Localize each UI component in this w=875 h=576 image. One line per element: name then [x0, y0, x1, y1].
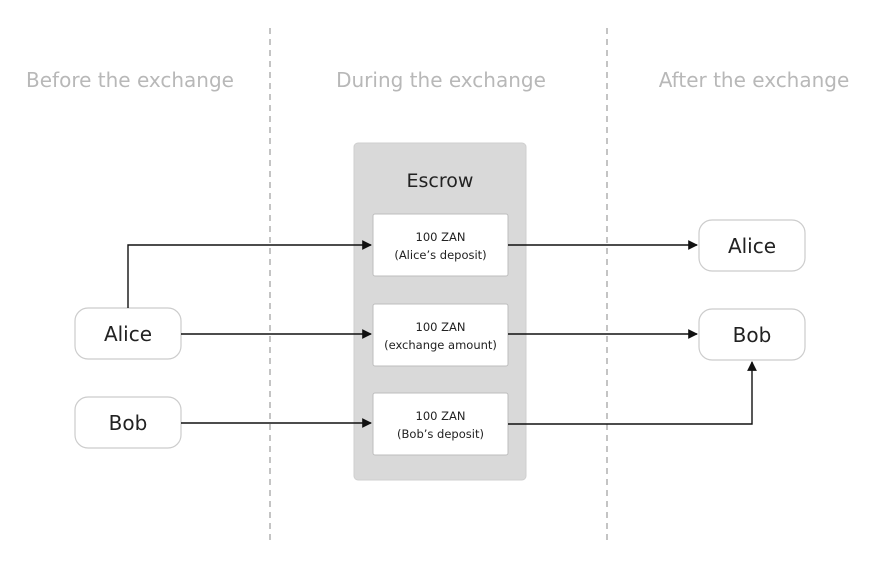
escrow-item-alice-deposit: 100 ZAN (Alice’s deposit) [372, 213, 509, 277]
escrow-item-box [372, 213, 509, 277]
party-label: Bob [109, 411, 148, 435]
party-label: Alice [104, 322, 152, 346]
escrow-item-exchange-amount: 100 ZAN (exchange amount) [372, 303, 509, 367]
escrow-item-amount: 100 ZAN [416, 320, 466, 334]
arrow-bob-deposit-out [508, 361, 757, 425]
party-box [698, 308, 806, 361]
phase-label-during: During the exchange [336, 68, 546, 92]
escrow-title: Escrow [407, 170, 474, 192]
escrow-item-note: (exchange amount) [384, 338, 497, 352]
escrow-item-box [372, 303, 509, 367]
escrow-item-note: (Bob’s deposit) [397, 427, 484, 441]
party-box [698, 219, 806, 272]
escrow-item-amount: 100 ZAN [416, 230, 466, 244]
escrow-item-note: (Alice’s deposit) [394, 248, 486, 262]
escrow-item-box [372, 392, 509, 456]
party-label: Bob [733, 323, 772, 347]
escrow-item-bob-deposit: 100 ZAN (Bob’s deposit) [372, 392, 509, 456]
escrow-item-amount: 100 ZAN [416, 409, 466, 423]
party-after-bob: Bob [698, 308, 806, 361]
phase-label-before: Before the exchange [26, 68, 234, 92]
party-label: Alice [728, 234, 776, 258]
arrow-alice-deposit-in [127, 240, 372, 308]
phase-label-after: After the exchange [659, 68, 850, 92]
party-before-alice: Alice [74, 307, 182, 360]
party-before-bob: Bob [74, 396, 182, 449]
party-after-alice: Alice [698, 219, 806, 272]
